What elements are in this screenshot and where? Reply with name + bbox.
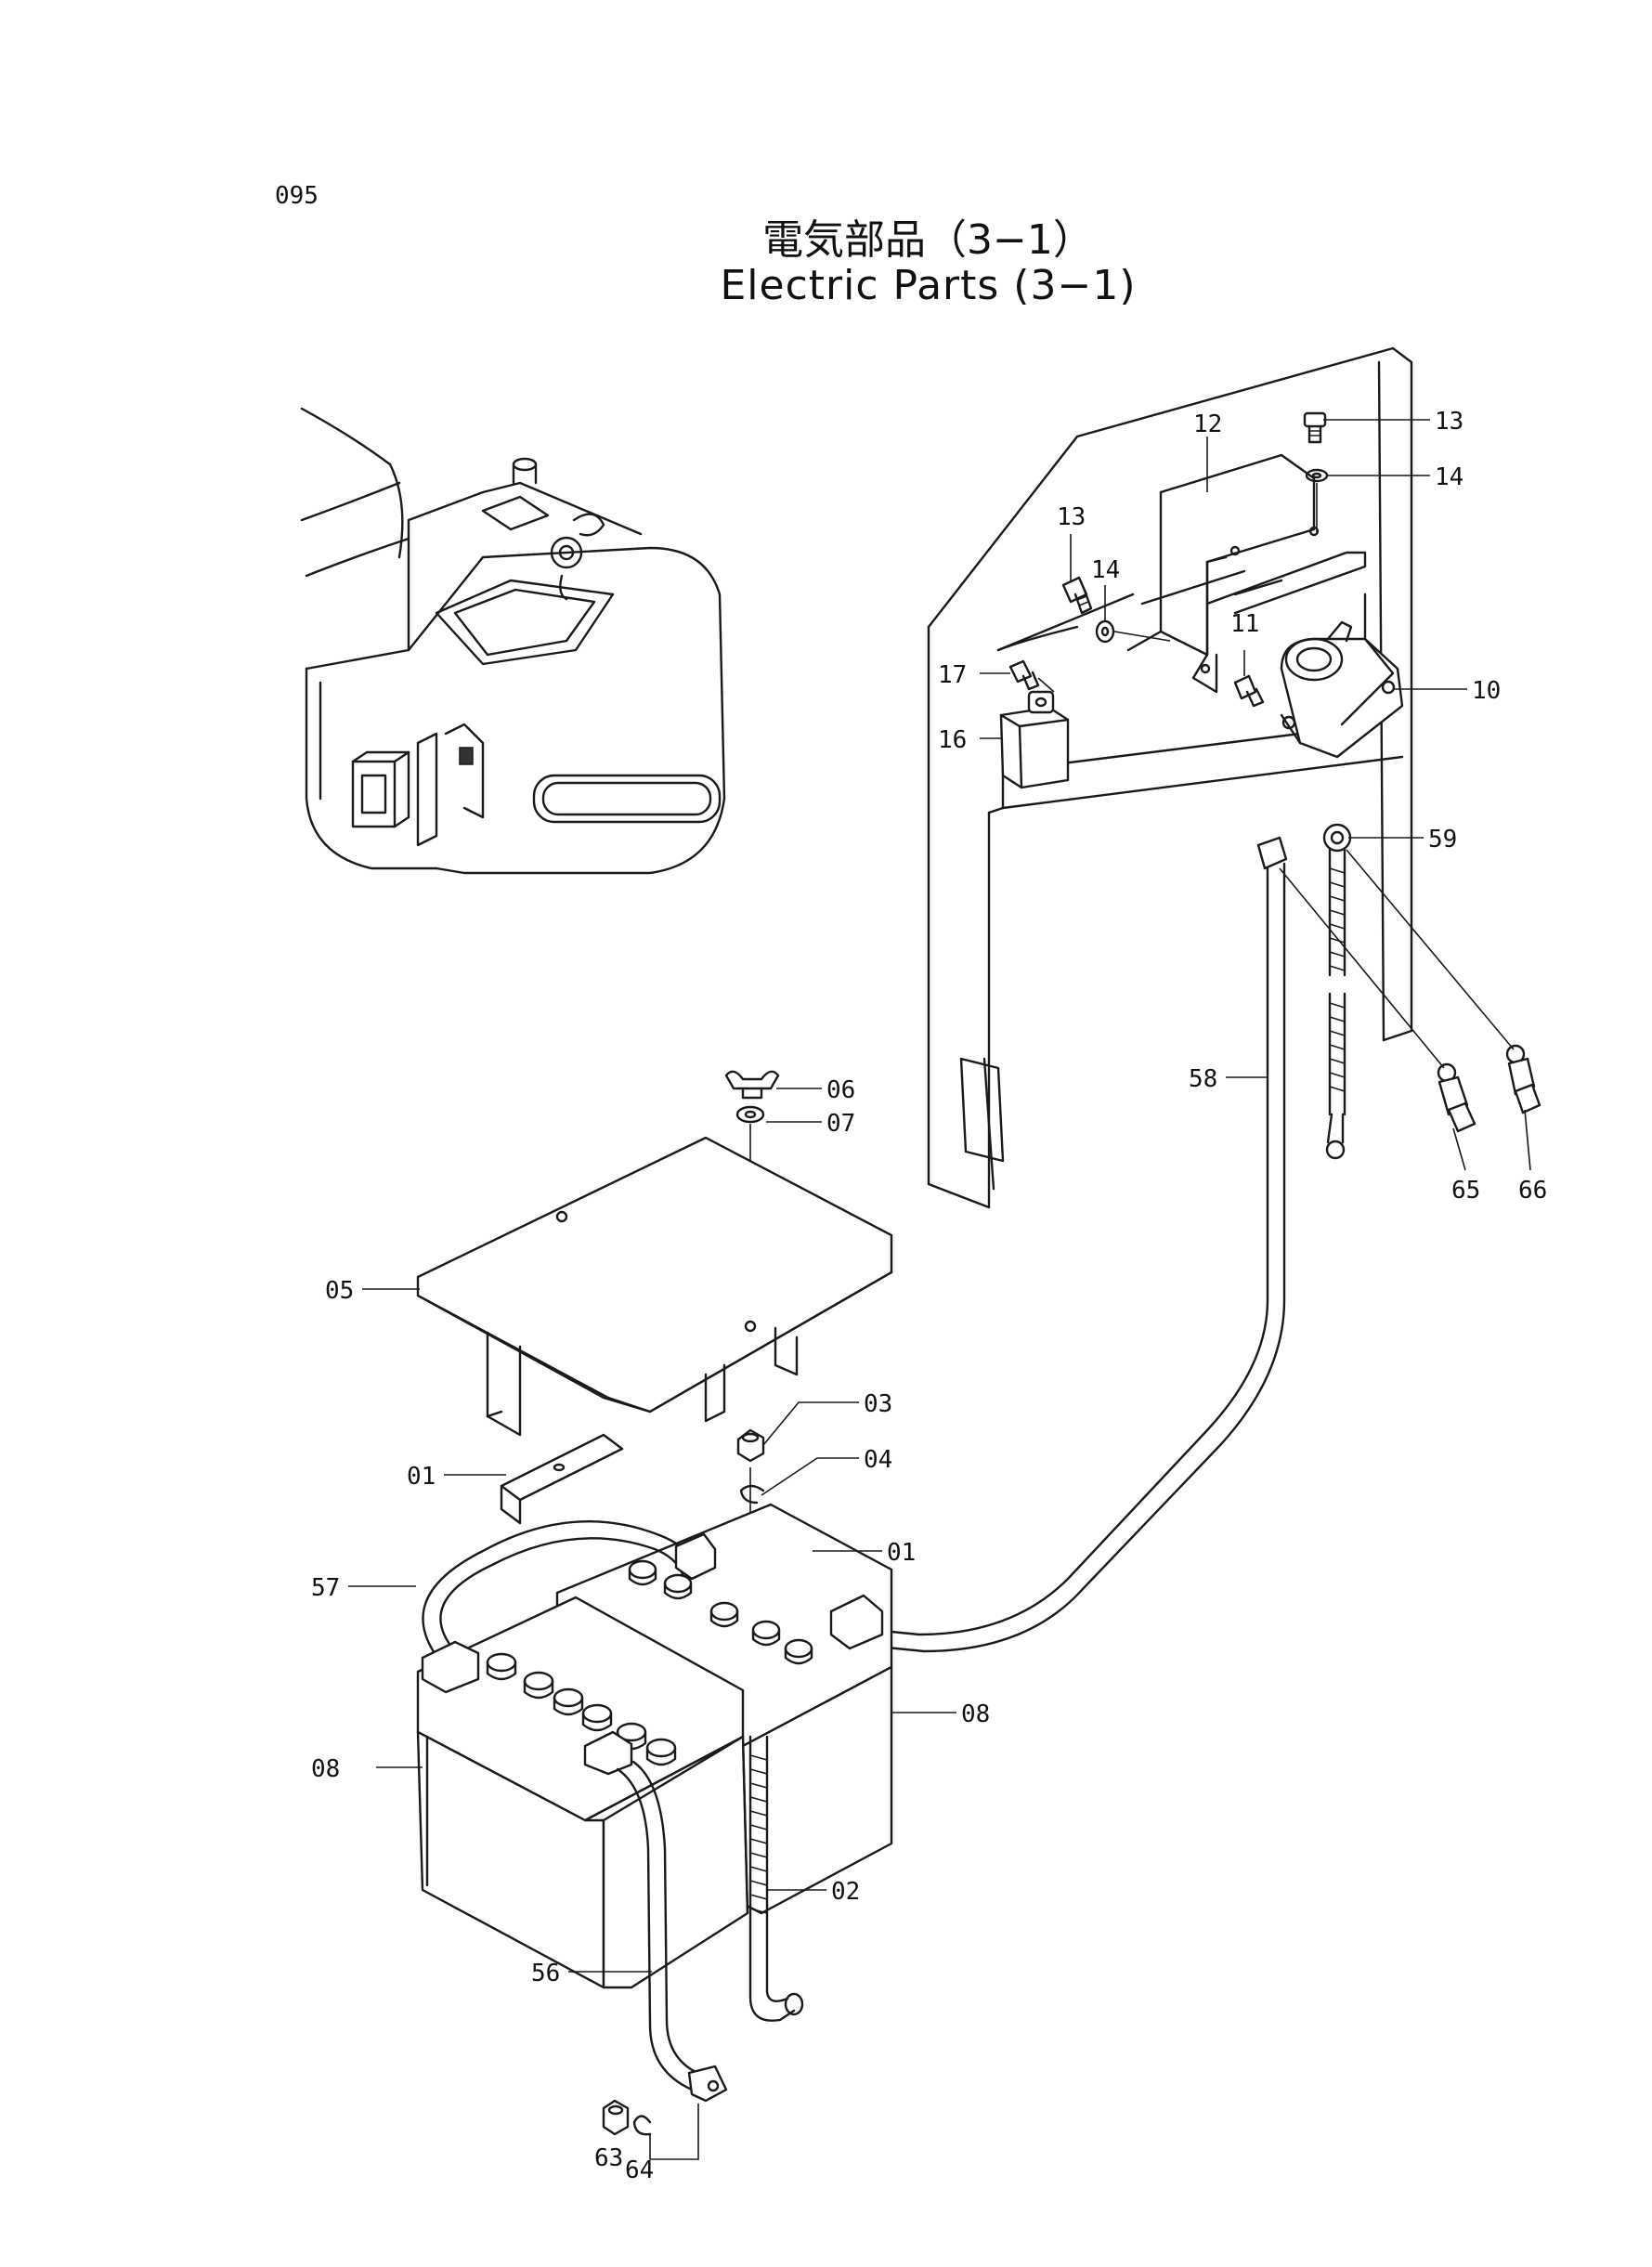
leader-59-66	[1346, 849, 1515, 1050]
callout-66: 66	[1518, 1177, 1547, 1205]
part-06-wing-nut	[724, 1070, 780, 1100]
callout-57: 57	[311, 1574, 340, 1602]
part-57-jumper-cable	[421, 1520, 717, 1694]
callout-08-left: 08	[311, 1755, 340, 1783]
callout-02: 02	[831, 1878, 860, 1906]
part-59-ground-cable	[1322, 823, 1352, 1160]
leader-14-line	[1113, 631, 1171, 642]
part-05-battery-cover	[416, 1136, 893, 1437]
callout-64: 64	[625, 2156, 654, 2184]
callout-65: 65	[1451, 1177, 1480, 1205]
part-07-washer	[735, 1105, 765, 1124]
leader-17-line	[1037, 677, 1055, 693]
callout-01-left: 01	[407, 1463, 436, 1491]
part-58-battery-cable	[866, 836, 1288, 1653]
callout-05: 05	[325, 1277, 354, 1305]
page-title-english: Electric Parts (3−1)	[720, 262, 1137, 309]
part-65-terminal	[1437, 1062, 1476, 1133]
page-title-japanese: 電気部品（3−1）	[762, 216, 1094, 264]
part-10-horn	[1280, 620, 1404, 759]
part-14-washer-lower	[1095, 619, 1115, 644]
callout-17: 17	[938, 661, 967, 689]
leader-58-65	[1279, 867, 1445, 1069]
callout-03: 03	[864, 1390, 892, 1418]
callout-10: 10	[1472, 677, 1501, 705]
callout-63: 63	[594, 2144, 623, 2172]
mounting-frame	[927, 346, 1413, 1209]
part-17-bolt	[1008, 659, 1040, 691]
page-number: 095	[275, 182, 319, 210]
machine-body-illustration	[300, 407, 726, 875]
callout-06: 06	[826, 1076, 855, 1104]
part-63-nut	[602, 2099, 630, 2136]
callout-leaders	[348, 419, 1531, 1973]
callout-13-upper: 13	[1435, 408, 1463, 436]
leader-63-64	[649, 2104, 699, 2160]
part-64-washer	[632, 2115, 652, 2136]
part-01-bracket-left	[500, 1433, 624, 1525]
callout-56: 56	[531, 1960, 560, 1987]
callout-14-upper: 14	[1435, 463, 1463, 491]
callout-08-right: 08	[961, 1700, 990, 1728]
part-11-bolt	[1233, 674, 1265, 708]
callout-14-lower: 14	[1091, 556, 1120, 584]
part-02-ground-strap	[748, 1735, 804, 2022]
part-16-relay	[999, 690, 1070, 789]
callout-59: 59	[1428, 826, 1457, 853]
part-12-bracket	[1126, 453, 1320, 694]
callout-16: 16	[938, 726, 967, 754]
callout-58: 58	[1189, 1065, 1217, 1093]
part-03-nut	[736, 1428, 765, 1463]
callout-11: 11	[1230, 610, 1259, 638]
callout-01-right: 01	[887, 1539, 916, 1567]
part-56-battery-cable	[583, 1730, 728, 2103]
battery-right-caps	[628, 1559, 813, 1665]
battery-right-terminal	[829, 1594, 884, 1650]
part-66-terminal	[1505, 1044, 1541, 1114]
callout-12: 12	[1193, 410, 1222, 438]
part-13-bolt-lower	[1061, 576, 1093, 615]
part-13-bolt-upper	[1303, 411, 1327, 444]
callout-04: 04	[864, 1446, 892, 1474]
callout-labels: 06 07 05 03 04 01 01 57 08 08 02 56 63 6…	[311, 408, 1547, 2184]
callout-13-lower: 13	[1057, 503, 1086, 531]
part-04-lock-washer	[739, 1484, 765, 1505]
callout-07: 07	[826, 1110, 855, 1138]
battery-left-caps	[486, 1652, 677, 1766]
